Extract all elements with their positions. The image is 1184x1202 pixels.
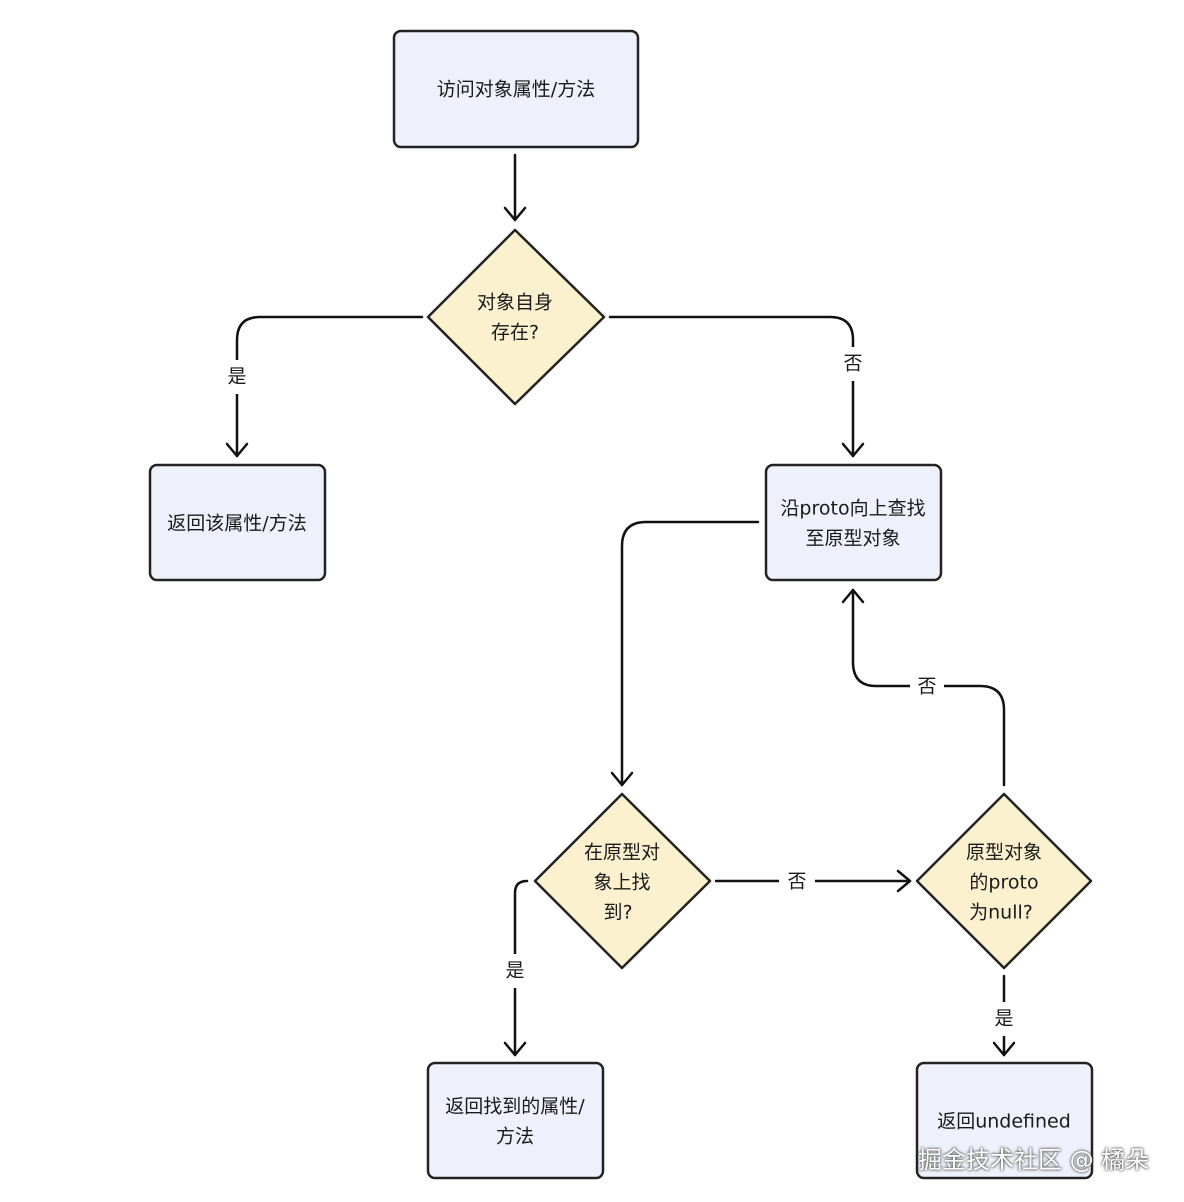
node-label: 的proto	[969, 872, 1038, 894]
arrowhead	[841, 442, 865, 458]
node-label: 象上找	[593, 872, 650, 894]
watermark: 掘金技术社区 @ 橘朵	[918, 1146, 1150, 1174]
arrowhead	[503, 1041, 527, 1057]
node-return-undefined: 返回undefined	[915, 1061, 1094, 1180]
decision-proto-is-null: 原型对象 的proto 为null?	[915, 792, 1093, 970]
edge-label-yes: 是	[994, 1008, 1013, 1030]
arrowhead	[896, 869, 912, 893]
node-label: 返回undefined	[937, 1111, 1071, 1133]
node-label: 返回该属性/方法	[167, 513, 306, 535]
node-label: 在原型对	[584, 842, 660, 864]
node-label: 沿proto向上查找	[780, 498, 925, 520]
arrowhead	[841, 588, 865, 604]
decision-found-in-prototype: 在原型对 象上找 到?	[533, 792, 712, 970]
node-lookup-proto-chain: 沿proto向上查找 至原型对象	[764, 463, 943, 582]
node-label: 返回找到的属性/	[445, 1096, 585, 1118]
edge-own-no	[608, 315, 855, 458]
node-label: 存在?	[491, 322, 539, 344]
arrowhead	[503, 206, 527, 222]
edge-lookup-to-found	[620, 520, 760, 787]
node-label: 至原型对象	[805, 528, 900, 550]
node-label: 到?	[603, 902, 632, 924]
node-label: 原型对象	[966, 842, 1042, 864]
edge-label-no: 否	[917, 676, 936, 698]
node-label: 为null?	[969, 902, 1033, 924]
edge-label-no: 否	[843, 353, 862, 375]
edge-label-no: 否	[787, 871, 806, 893]
edge-own-yes	[235, 315, 424, 458]
arrowhead	[610, 771, 634, 787]
edge-found-yes	[513, 879, 529, 1057]
node-label: 访问对象属性/方法	[437, 79, 595, 101]
node-return-own-property: 返回该属性/方法	[148, 463, 327, 582]
decision-own-property-exists: 对象自身 存在?	[426, 228, 606, 406]
node-return-found-property: 返回找到的属性/ 方法	[426, 1061, 605, 1180]
node-access-property: 访问对象属性/方法	[392, 29, 640, 149]
edge-label-yes: 是	[505, 960, 524, 982]
node-label: 对象自身	[477, 292, 553, 314]
node-label: 方法	[496, 1126, 534, 1148]
arrowhead	[225, 442, 249, 458]
arrowhead	[992, 1041, 1016, 1057]
edge-label-yes: 是	[227, 366, 246, 388]
